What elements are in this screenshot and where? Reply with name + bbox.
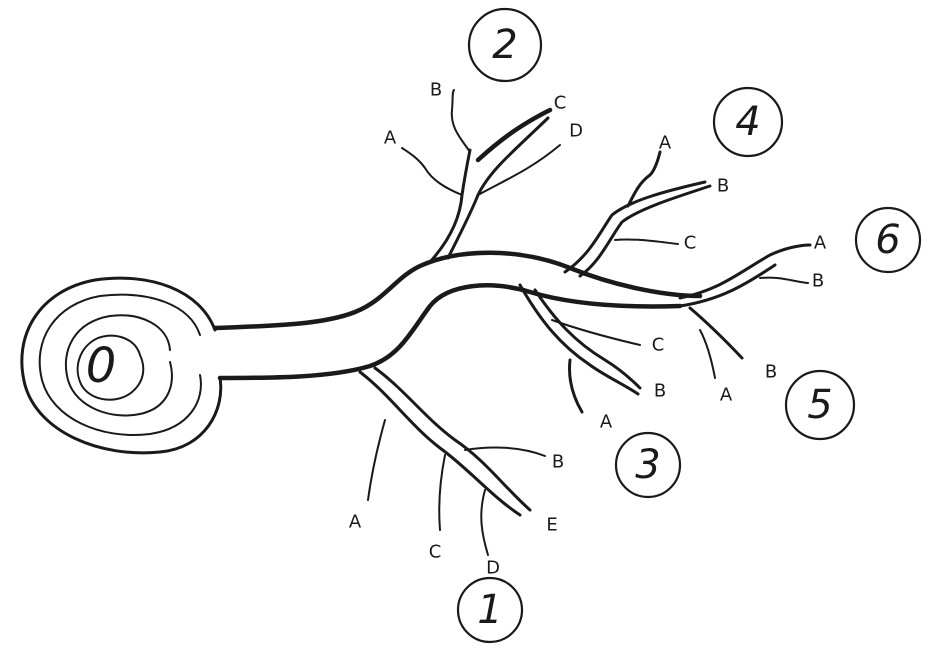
branch-1 [360,368,545,555]
branch-2-letter-b: B [430,80,442,101]
branch-6-letter-a: A [814,233,827,254]
number-circle-5: 5 [786,371,854,439]
branch-5 [690,308,742,378]
svg-text:1: 1 [477,587,502,633]
number-circle-3: 3 [616,433,680,497]
svg-text:3: 3 [635,442,660,488]
branch-5-letter-a: A [720,385,733,406]
svg-text:5: 5 [807,382,832,428]
branch-3-letter-c: C [652,335,665,356]
branch-1-letter-d: D [486,558,500,579]
number-circle-6: 6 [856,208,920,272]
svg-text:6: 6 [875,217,900,263]
branch-1-letter-c: C [429,542,442,563]
branch-4-letter-b: B [717,176,729,197]
svg-text:4: 4 [735,99,760,145]
number-circle-1: 1 [458,578,522,642]
number-circle-2: 2 [469,9,541,81]
number-circle-4: 4 [714,88,782,156]
branch-4-letter-a: A [659,133,672,154]
origin-rings: 0 [22,278,221,453]
branch-5-letter-b: B [765,362,777,383]
trunk [215,253,700,378]
branch-1-letter-a: A [349,512,362,533]
center-label: 0 [86,338,117,394]
branch-3-letter-b: B [654,381,666,402]
branch-1-letter-e: E [546,515,557,536]
svg-text:2: 2 [492,22,517,68]
branch-3-letter-a: A [600,412,613,433]
branch-4 [565,152,710,276]
branch-2-letter-a: A [384,128,397,149]
branch-1-letter-b: B [552,452,564,473]
branch-2 [402,90,560,262]
branch-4-letter-c: C [684,233,697,254]
branch-6-letter-b: B [812,271,824,292]
branch-2-letter-d: D [569,121,583,142]
branch-2-letter-c: C [554,93,567,114]
